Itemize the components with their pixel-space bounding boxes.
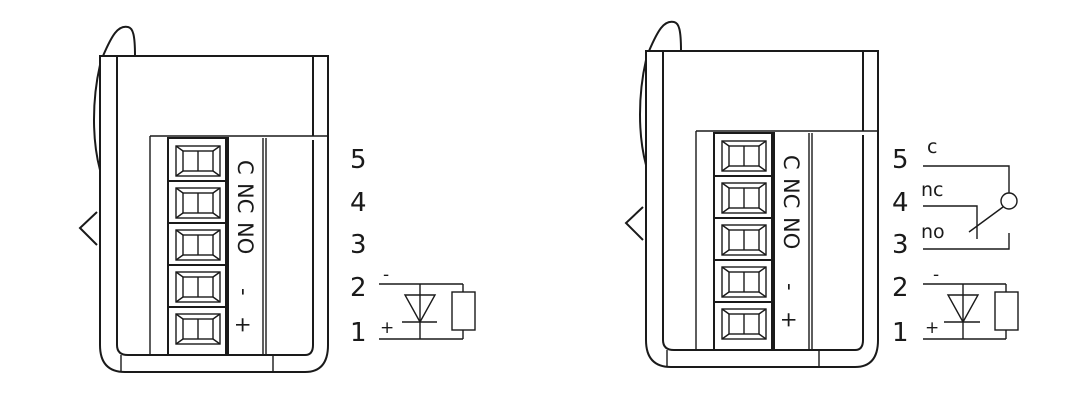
relay-contact-circuit: c nc no [921,136,1018,250]
pin-number-4: 4 [350,188,367,218]
diode-icon [946,294,980,324]
terminal-label-minus: - [778,283,802,291]
pin-number-5: 5 [350,145,367,175]
right-device-wiring: 5 4 3 2 1 c nc no - + [892,136,1019,348]
terminal-block [167,137,229,356]
pin-number-3: 3 [350,230,367,260]
minus-sign: - [933,265,939,285]
terminal-label-c: C [233,160,257,175]
pin-number-5: 5 [892,145,909,175]
release-tab [102,25,136,57]
load-resistor-icon [994,291,1019,331]
plus-sign: + [380,318,394,338]
switch-blade-icon [968,206,1004,233]
terminal-label-no: NO [233,222,257,254]
pin-number-3: 3 [892,230,909,260]
left-device: C NC NO - + 5 4 3 2 1 - + [78,25,476,373]
contact-pivot-icon [1000,192,1018,210]
contact-label-nc: nc [921,179,944,201]
pin-number-1: 1 [892,318,909,348]
contact-label-no: no [921,221,945,243]
terminal-label-nc: NC [779,178,803,208]
terminal-screws [714,140,772,340]
minus-sign: - [383,265,389,285]
diode-icon [403,294,437,324]
terminal-label-no: NO [779,217,803,249]
terminal-screws [168,145,226,345]
pin-number-4: 4 [892,188,909,218]
contact-label-c: c [927,136,937,158]
terminal-label-plus: + [231,316,255,334]
pin-number-2: 2 [892,273,909,303]
terminal-label-nc: NC [233,183,257,213]
terminal-label-minus: - [232,288,256,296]
terminal-label-c: C [779,155,803,170]
diode-load-circuit: - + [379,265,476,340]
load-resistor-icon [451,291,476,331]
pin-number-1: 1 [350,318,367,348]
plus-sign: + [925,318,939,338]
side-latch [93,64,101,171]
left-clip [78,211,98,246]
terminal-label-plus: + [777,311,801,329]
device-body [99,55,329,373]
diode-load-circuit: - + [923,265,1019,340]
right-device: C NC NO - + [624,20,879,368]
pin-number-2: 2 [350,273,367,303]
